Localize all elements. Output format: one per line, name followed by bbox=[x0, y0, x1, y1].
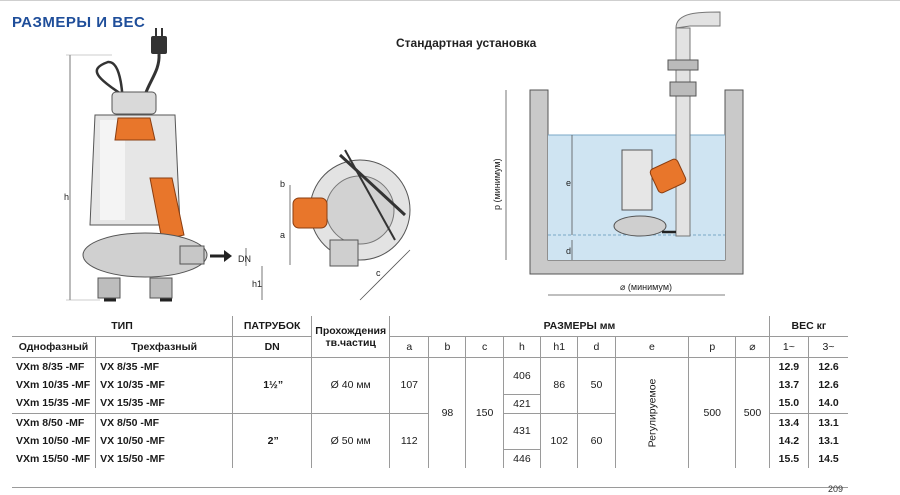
weight-3ph: 12.6 bbox=[818, 361, 839, 373]
header-patrubok: ПАТРУБОК bbox=[232, 316, 313, 337]
header-sizes: РАЗМЕРЫ мм bbox=[389, 316, 770, 337]
dim-h-label: h bbox=[64, 192, 69, 202]
model-three: VX 15/35 -MF bbox=[95, 394, 234, 413]
header-h: h bbox=[503, 336, 542, 358]
header-p: p bbox=[688, 336, 737, 358]
header-e: e bbox=[615, 336, 690, 358]
header-diam: ⌀ bbox=[735, 336, 770, 358]
model-three: VX 10/50 -MF bbox=[95, 431, 234, 450]
specification-table: ТИП ПАТРУБОК Прохождения тв.частиц РАЗМЕ… bbox=[12, 316, 848, 468]
table-row: VXm 8/35 -MF VX 8/35 -MF 1½” Ø 40 мм 107… bbox=[12, 357, 848, 468]
weight-1ph: 13.7 bbox=[769, 376, 810, 394]
dim-c-label: c bbox=[376, 268, 381, 278]
page-title: РАЗМЕРЫ И ВЕС bbox=[12, 14, 146, 31]
h1-value: 102 bbox=[540, 412, 579, 468]
dim-dn-label: DN bbox=[238, 254, 251, 264]
prohod-value: Ø 40 мм bbox=[311, 357, 391, 413]
dim-width-label: ⌀ (минимум) bbox=[620, 282, 672, 292]
model-single: VXm 15/50 -MF bbox=[12, 449, 97, 468]
table-row: VXm 15/35 -MF VX 15/35 -MF 421 15.0 14.0 bbox=[12, 394, 848, 413]
header-tip: ТИП bbox=[12, 316, 234, 337]
model-single: VXm 10/50 -MF bbox=[12, 431, 97, 450]
weight-1ph: 15.0 bbox=[769, 394, 810, 413]
h1-value: 86 bbox=[540, 357, 579, 413]
header-dn: DN bbox=[232, 336, 313, 358]
weight-3ph: 14.0 bbox=[818, 397, 839, 410]
table-row: VXm 10/35 -MF VX 10/35 -MF 13.7 12.6 bbox=[12, 376, 848, 394]
dim-d-label: d bbox=[566, 246, 571, 256]
model-single: VXm 8/35 -MF bbox=[12, 357, 97, 376]
h-value: 446 bbox=[503, 449, 542, 468]
dim-p-label: p (минимум) bbox=[492, 158, 502, 210]
header-d: d bbox=[577, 336, 616, 358]
dn-value: 1½” bbox=[232, 357, 313, 413]
p-value: 500 bbox=[688, 357, 737, 468]
weight-1ph: 13.4 bbox=[769, 412, 810, 432]
weight-3ph: 12.6 bbox=[818, 379, 839, 391]
model-three: VX 8/50 -MF bbox=[95, 412, 234, 432]
weight-3ph: 13.1 bbox=[818, 434, 839, 447]
installation-subtitle: Стандартная установка bbox=[396, 36, 537, 50]
table-row: VXm 15/50 -MF VX 15/50 -MF 446 15.5 14.5 bbox=[12, 449, 848, 468]
model-three: VX 15/50 -MF bbox=[95, 449, 234, 468]
prohod-value: Ø 50 мм bbox=[311, 412, 391, 468]
model-three: VX 8/35 -MF bbox=[95, 357, 234, 376]
header-three: Трехфазный bbox=[95, 336, 234, 358]
h-value: 431 bbox=[503, 412, 542, 450]
h-value: 406 bbox=[503, 357, 542, 395]
e-value: Регулируемое bbox=[615, 357, 690, 468]
pump-top-view: b a c bbox=[280, 149, 411, 301]
weight-1ph: 15.5 bbox=[769, 449, 810, 468]
header-h1: h1 bbox=[540, 336, 579, 358]
technical-drawings: h DN h1 b a c p bbox=[64, 11, 744, 302]
page-number: 209 bbox=[828, 484, 844, 494]
header-w3: 3~ bbox=[808, 336, 848, 358]
weight-1ph: 14.2 bbox=[769, 431, 810, 450]
d-value: 50 bbox=[577, 357, 616, 413]
model-three: VX 10/35 -MF bbox=[95, 376, 234, 394]
dim-b-label: b bbox=[280, 179, 285, 189]
dim-a-label: a bbox=[280, 230, 285, 240]
installation-view: p (минимум) e d ⌀ (минимум) bbox=[492, 11, 744, 296]
b-value: 98 bbox=[428, 357, 467, 468]
header-w1: 1~ bbox=[769, 336, 810, 358]
table-subheader-row: Однофазный Трехфазный DN a b c h h1 d e … bbox=[12, 336, 848, 358]
header-c: c bbox=[465, 336, 504, 358]
table-header-row: ТИП ПАТРУБОК Прохождения тв.частиц РАЗМЕ… bbox=[12, 316, 848, 358]
header-weight: ВЕС кг bbox=[769, 316, 848, 337]
header-prohod: Прохождения тв.частиц bbox=[311, 316, 391, 358]
bottom-rule bbox=[12, 487, 848, 488]
a-value: 112 bbox=[389, 412, 430, 468]
header-single: Однофазный bbox=[12, 336, 97, 358]
weight-3ph: 13.1 bbox=[808, 412, 848, 432]
pump-side-view: h DN h1 bbox=[64, 28, 263, 302]
weight-1ph: 12.9 bbox=[769, 357, 810, 376]
dn-value: 2” bbox=[232, 412, 313, 468]
model-single: VXm 15/35 -MF bbox=[12, 394, 97, 413]
model-single: VXm 8/50 -MF bbox=[12, 412, 97, 432]
c-value: 150 bbox=[465, 357, 504, 468]
top-rule bbox=[0, 0, 900, 1]
header-b: b bbox=[428, 336, 467, 358]
dim-h1-label: h1 bbox=[252, 279, 262, 289]
d-value: 60 bbox=[577, 412, 616, 468]
table-row: VXm 10/50 -MF VX 10/50 -MF 14.2 13.1 bbox=[12, 431, 848, 450]
weight-3ph: 14.5 bbox=[818, 452, 839, 465]
h-value: 421 bbox=[503, 394, 542, 413]
model-single: VXm 10/35 -MF bbox=[12, 376, 97, 394]
a-value: 107 bbox=[389, 357, 430, 413]
table-row: VXm 8/50 -MF VX 8/50 -MF 2” Ø 50 мм 112 … bbox=[12, 412, 848, 468]
diam-value: 500 bbox=[735, 357, 770, 468]
header-a: a bbox=[389, 336, 430, 358]
dim-e-label: e bbox=[566, 178, 571, 188]
